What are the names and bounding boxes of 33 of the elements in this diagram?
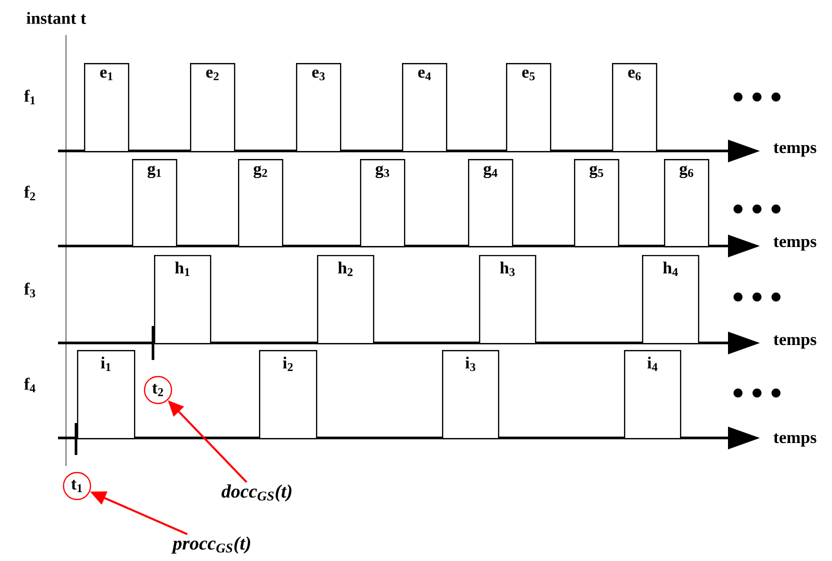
signal-name: f$_{3}$ <box>24 282 36 298</box>
pulse-box: e$_{4}$ <box>402 63 448 152</box>
pulse-box: g$_{6}$ <box>664 159 710 248</box>
pulse-box: i$_{4}$ <box>624 350 682 440</box>
pulse-box: e$_{5}$ <box>506 63 552 152</box>
pulse-box: h$_{1}$ <box>154 254 212 344</box>
pulse-box: g$_{4}$ <box>468 159 514 248</box>
signal-name: f$_{4}$ <box>24 378 36 392</box>
signal-name: f$_{2}$ <box>24 186 36 200</box>
circled-instant: t$_{1}$ <box>62 472 92 500</box>
signal-name: f$_{1}$ <box>24 90 35 104</box>
axis-label: temps <box>774 143 816 157</box>
axis-label: temps <box>774 433 816 447</box>
pulse-box: h$_{4}$ <box>642 254 700 344</box>
pulse-box: i$_{2}$ <box>259 350 318 440</box>
pulse-box: e$_{6}$ <box>612 63 658 152</box>
pulse-box: g$_{5}$ <box>574 159 620 248</box>
axis-label: temps <box>774 335 816 349</box>
pulse-box: e$_{3}$ <box>296 63 342 152</box>
annotation-text: procc$_{GS}$(t) <box>171 536 250 554</box>
axis-title: instant t <box>26 12 86 24</box>
pulse-box: g$_{3}$ <box>360 159 406 248</box>
axis-label: temps <box>774 237 816 251</box>
circled-instant: t$_{2}$ <box>144 376 172 404</box>
annotation-text: docc$_{GS}$(t) <box>222 484 292 502</box>
pulse-box: i$_{1}$ <box>77 350 136 440</box>
pulse-box: e$_{1}$ <box>84 63 130 152</box>
pulse-box: g$_{1}$ <box>132 159 178 248</box>
pulse-box: h$_{3}$ <box>479 254 536 344</box>
pulse-box: e$_{2}$ <box>190 63 236 152</box>
pulse-box: h$_{2}$ <box>317 254 374 344</box>
pulse-box: i$_{3}$ <box>442 350 500 440</box>
pulse-box: g$_{2}$ <box>238 159 284 248</box>
